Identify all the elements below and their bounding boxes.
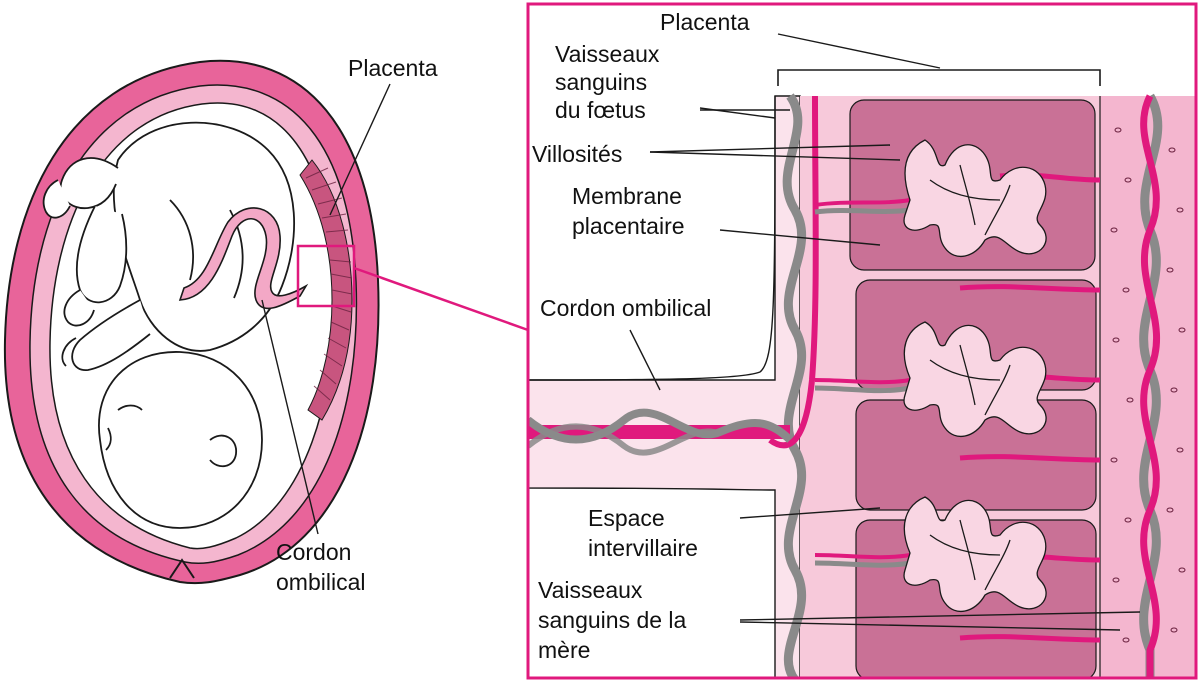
zoom-connector-top (353, 266, 529, 332)
zoom-panel (526, 2, 1198, 680)
label-placenta-left: Placenta (348, 55, 438, 81)
label-cordon-left-line1: Cordon (276, 539, 351, 565)
label-cordon-left: Cordon ombilical (276, 539, 365, 595)
label-espace: Espace intervillaire (588, 505, 698, 561)
label-cordon-left-line2: ombilical (276, 569, 365, 595)
label-vaisseaux-mere-line3: mère (538, 637, 590, 663)
label-vaisseaux-foetus-line2: sanguins (555, 69, 647, 95)
label-membrane-line2: placentaire (572, 213, 685, 239)
labels: Placenta Cordon ombilical Placenta Vaiss… (276, 9, 750, 663)
uterus-illustration (3, 59, 380, 585)
label-villosites: Villosités (532, 141, 622, 167)
zoom-box (296, 244, 356, 308)
villi-tree-2 (903, 321, 1047, 438)
label-vaisseaux-mere-line2: sanguins de la (538, 607, 687, 633)
fetal-vessel-magenta (768, 95, 819, 449)
placenta-bracket (777, 69, 1101, 86)
label-vaisseaux-foetus-line3: du fœtus (555, 97, 646, 123)
fetus-head (98, 351, 263, 529)
label-vaisseaux-foetus-line1: Vaisseaux (555, 41, 660, 67)
villi-tree-3 (903, 496, 1047, 613)
maternal-vessel-magenta (1140, 94, 1161, 678)
label-vaisseaux-mere: Vaisseaux sanguins de la mère (538, 577, 693, 663)
label-placenta-right: Placenta (660, 9, 750, 35)
fetus (42, 121, 295, 529)
label-vaisseaux-mere-line1: Vaisseaux (538, 577, 643, 603)
leader-cordon-left (261, 299, 319, 535)
label-espace-line2: intervillaire (588, 535, 698, 561)
fetal-vessel-gray (782, 93, 807, 678)
villi-tree-1 (903, 139, 1047, 258)
umbilical-cord-left (178, 207, 309, 310)
label-cordon-right: Cordon ombilical (540, 295, 711, 321)
right-leader-lines (629, 33, 1141, 631)
label-vaisseaux-foetus: Vaisseaux sanguins du fœtus (555, 41, 666, 123)
label-membrane-line1: Membrane (572, 183, 682, 209)
zoom-panel-border (526, 2, 1198, 680)
label-espace-line1: Espace (588, 505, 665, 531)
label-membrane: Membrane placentaire (572, 183, 688, 239)
leader-placenta-left (329, 83, 391, 216)
